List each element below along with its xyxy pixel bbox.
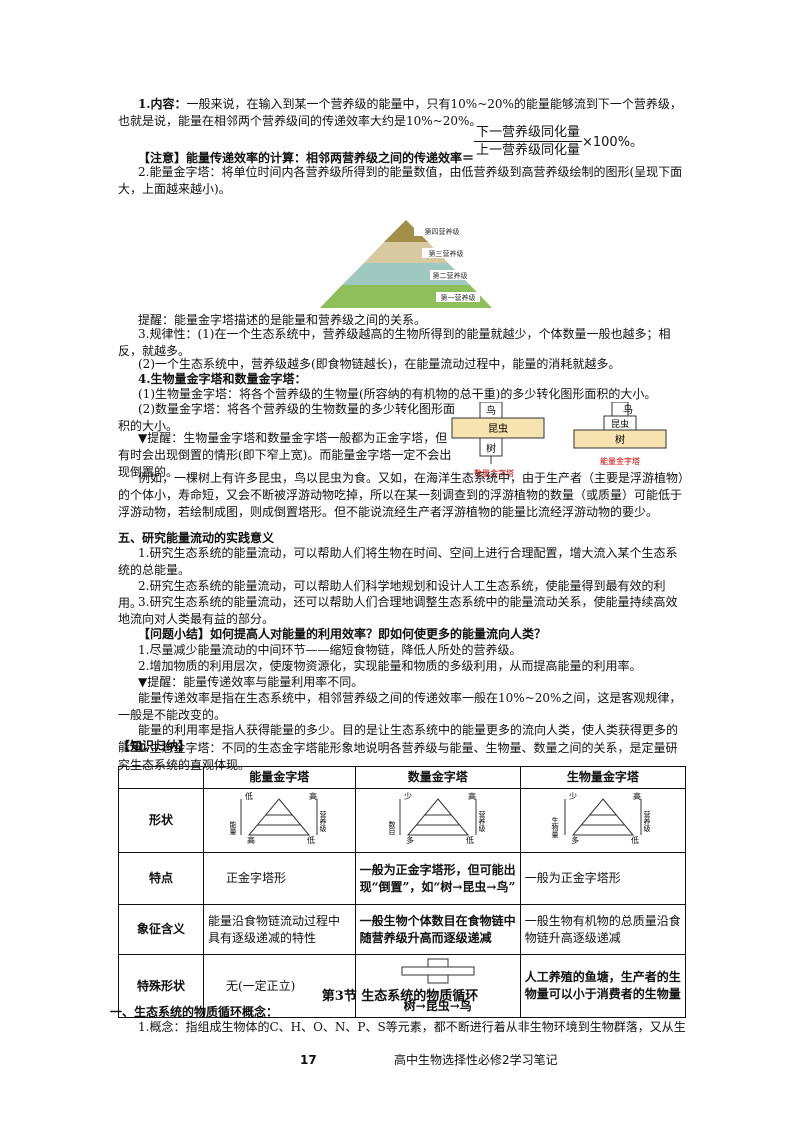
section-title: 第3节 生态系统的物质循环 bbox=[321, 989, 479, 1004]
table-row: 特点 正金字塔形 一般为正金字塔形，但可能出现“倒置”，如“树→昆虫→鸟” 一般… bbox=[118, 852, 687, 905]
table-header-cell: 数量金字塔 bbox=[354, 766, 521, 789]
table-header-cell: 能量金字塔 bbox=[203, 766, 356, 789]
tip-paragraph: 提醒：能量金字塔描述的是能量和营养级之间的关系。 bbox=[138, 313, 427, 327]
question-summary: 【问题小结】如何提高人对能量的利用效率？即如何使更多的能量流向人类？ bbox=[138, 627, 547, 641]
svg-text:营养级: 营养级 bbox=[643, 810, 651, 833]
svg-text:营养级: 营养级 bbox=[478, 810, 486, 833]
content-paragraph: 1.内容：一般来说，在输入到某一个营养级的能量中，只有10%~20%的能量能够流… bbox=[118, 97, 682, 128]
energy-pyramid-paragraph: 2.能量金字塔：将单位时间内各营养级所得到的能量数值，由低营养级到高营养级绘制的… bbox=[118, 165, 683, 196]
svg-text:低: 低 bbox=[631, 835, 639, 845]
svg-text:高: 高 bbox=[247, 835, 255, 845]
diagram1-bot: 树 bbox=[486, 442, 496, 455]
pyramid-level-4: 第四营养级 bbox=[425, 227, 460, 236]
rule-paragraph: 3.规律性：(1)在一个生态系统中，营养级越高的生物所得到的能量就越少，个体数量… bbox=[118, 327, 671, 358]
svg-text:数目: 数目 bbox=[388, 820, 396, 836]
svg-text:多: 多 bbox=[406, 835, 414, 845]
section-1-item-1: 1.概念：指组成生物体的C、H、O、N、P、S等元素，都不断进行着从非生物环境到… bbox=[138, 1020, 686, 1034]
biomass-pyramid-paragraph: (1)生物量金字塔：将各个营养级的生物量(所容纳的有机物的总干重)的多少转化图形… bbox=[138, 387, 657, 401]
note-paragraph: 【注意】能量传递效率的计算：相邻两营养级之间的传递效率＝ bbox=[138, 151, 475, 165]
energy-pyramid-diagram: 鸟 昆虫 树 能量金字塔 bbox=[573, 402, 667, 466]
table-cell: 正金字塔形 bbox=[203, 852, 356, 905]
table-cell: 一般生物个体数目在食物链中随营养级升高而逐级递减 bbox=[354, 904, 521, 955]
question-answer-1: 1.尽量减少能量流动的中间环节——缩短食物链，降低人所处的营养级。 bbox=[138, 643, 522, 657]
svg-text:少: 少 bbox=[569, 792, 577, 801]
energy-pyramid-image: 第四营养级 第三营养级 第二营养级 第一营养级 bbox=[320, 220, 492, 308]
svg-text:高: 高 bbox=[468, 791, 476, 801]
row-label: 形状 bbox=[118, 788, 204, 853]
diagram2-caption: 能量金字塔 bbox=[600, 456, 640, 466]
subheading: 4.生物量金字塔和数量金字塔： bbox=[138, 372, 307, 386]
special-shape-cell: 树→昆虫→鸟 bbox=[354, 954, 521, 1018]
svg-text:低: 低 bbox=[245, 791, 253, 801]
energy-shape-icon: 低 高 高 低 能量 营养级 bbox=[229, 791, 327, 845]
table-cell: 一般为正金字塔形 bbox=[519, 852, 687, 905]
row-label: 特殊形状 bbox=[118, 954, 204, 1018]
section-5-item-3: 3.研究生态系统的能量流动，还可以帮助人们合理地调整生态系统中的能量流动关系，使… bbox=[118, 595, 678, 626]
diagram1-mid: 昆虫 bbox=[488, 423, 508, 435]
table-header-cell bbox=[118, 766, 204, 789]
difference-paragraph-1: 能量传递效率是指在生态系统中，相邻营养级之间的传递效率一般在10%~20%之间，… bbox=[118, 691, 682, 722]
section-5-item-2: 2.研究生态系统的能量流动，可以帮助人们科学地规划和设计人工生态系统，使能量得到… bbox=[118, 579, 666, 610]
difference-paragraph-2: 能量的利用率是指人获得能量的多少。目的是让生态系统中的能量更多的流向人类，使人类… bbox=[118, 723, 679, 754]
table-row: 象征含义 能量沿食物链流动过程中具有逐级递减的特性 一般生物个体数目在食物链中随… bbox=[118, 904, 687, 955]
table-header-row: 能量金字塔 数量金字塔 生物量金字塔 bbox=[118, 766, 687, 789]
svg-text:多: 多 bbox=[571, 835, 579, 845]
table-cell: 人工养殖的鱼塘，生产者的生物量可以小于消费者的生物量 bbox=[519, 954, 687, 1018]
number-shape-cell: 少 高 多 低 数目 营养级 bbox=[354, 788, 521, 853]
number-shape-icon: 少 高 多 低 数目 营养级 bbox=[388, 791, 486, 845]
table-header-cell: 生物量金字塔 bbox=[519, 766, 687, 789]
number-pyramid-paragraph: (2)数量金字塔：将各个营养级的生物数量的多少转化图形面积的大小。 bbox=[118, 402, 456, 433]
table-cell: 一般为正金字塔形，但可能出现“倒置”，如“树→昆虫→鸟” bbox=[354, 852, 521, 905]
table-cell: 一般生物有机物的总质量沿食物链升高逐级递减 bbox=[519, 904, 687, 955]
table-cell: 无(一定正立) bbox=[203, 954, 356, 1018]
row-label: 象征含义 bbox=[118, 904, 204, 955]
book-title: 高中生物选择性必修2学习笔记 bbox=[394, 1053, 558, 1067]
energy-shape-cell: 低 高 高 低 能量 营养级 bbox=[203, 788, 356, 853]
diagram2-mid: 昆虫 bbox=[611, 418, 629, 430]
number-pyramid-diagram: 鸟 昆虫 树 数量金字塔 bbox=[451, 402, 545, 478]
inverted-pyramid-icon bbox=[401, 958, 475, 984]
svg-text:高: 高 bbox=[633, 791, 641, 801]
pyramid-level-1: 第一营养级 bbox=[441, 293, 476, 302]
pyramid-level-2: 第二营养级 bbox=[433, 271, 468, 280]
section-5-item-1: 1.研究生态系统的能量流动，可以帮助人们将生物在时间、空间上进行合理配置，增大流… bbox=[118, 546, 678, 577]
svg-text:高: 高 bbox=[309, 791, 317, 801]
section-1-heading: 一、生态系统的物质循环概念： bbox=[110, 1005, 279, 1019]
table-row: 特殊形状 无(一定正立) 树→昆虫→鸟 人工养殖的鱼塘，生产者的生物量可以小于消… bbox=[118, 954, 687, 1018]
section-5-heading: 五、研究能量流动的实践意义 bbox=[118, 531, 275, 545]
efficiency-formula: 下一营养级同化量 上一营养级同化量 ×100%。 bbox=[474, 125, 644, 158]
biomass-shape-cell: 少 高 多 低 生物量 营养级 bbox=[519, 788, 687, 853]
diagram2-top: 鸟 bbox=[623, 403, 633, 416]
svg-text:营养级: 营养级 bbox=[319, 810, 327, 833]
svg-text:生物量: 生物量 bbox=[551, 816, 559, 838]
table-row: 形状 低 高 高 低 能量 营养级 少 高 多 低 bbox=[118, 788, 687, 853]
svg-text:少: 少 bbox=[404, 792, 412, 801]
row-label: 特点 bbox=[118, 852, 204, 905]
example-paragraph: 例如，一棵树上有许多昆虫，鸟以昆虫为食。又如，在海洋生态系统中，由于生产者（主要… bbox=[118, 471, 685, 519]
food-chain-label: 树→昆虫→鸟 bbox=[403, 999, 472, 1013]
question-answer-2: 2.增加物质的利用层次，使废物资源化，实现能量和物质的多级利用，从而提高能量的利… bbox=[138, 659, 642, 673]
tip-paragraph-3: ▼提醒：能量传递效率与能量利用率不同。 bbox=[138, 675, 364, 689]
svg-text:低: 低 bbox=[466, 835, 474, 845]
diagram2-bot: 树 bbox=[615, 433, 625, 446]
svg-text:低: 低 bbox=[307, 835, 315, 845]
pyramid-level-3: 第三营养级 bbox=[429, 249, 464, 258]
diagram1-caption: 数量金字塔 bbox=[474, 468, 514, 478]
pyramid-comparison-table: 能量金字塔 数量金字塔 生物量金字塔 形状 低 高 高 低 能量 营养级 bbox=[118, 766, 687, 1018]
page-number: 17 bbox=[300, 1053, 317, 1067]
biomass-shape-icon: 少 高 多 低 生物量 营养级 bbox=[551, 791, 651, 845]
svg-text:能量: 能量 bbox=[229, 820, 237, 835]
knowledge-heading: 【知识归纳】 bbox=[118, 739, 191, 753]
rule-paragraph-2: (2)一个生态系统中，营养级越多(即食物链越长)，在能量流动过程中，能量的消耗就… bbox=[138, 357, 621, 371]
diagram1-top: 鸟 bbox=[486, 404, 496, 417]
tip-paragraph-2: ▼提醒：生物量金字塔和数量金字塔一般都为正金字塔，但有时会出现倒置的情形(即下窄… bbox=[118, 431, 452, 479]
table-cell: 能量沿食物链流动过程中具有逐级递减的特性 bbox=[203, 904, 356, 955]
